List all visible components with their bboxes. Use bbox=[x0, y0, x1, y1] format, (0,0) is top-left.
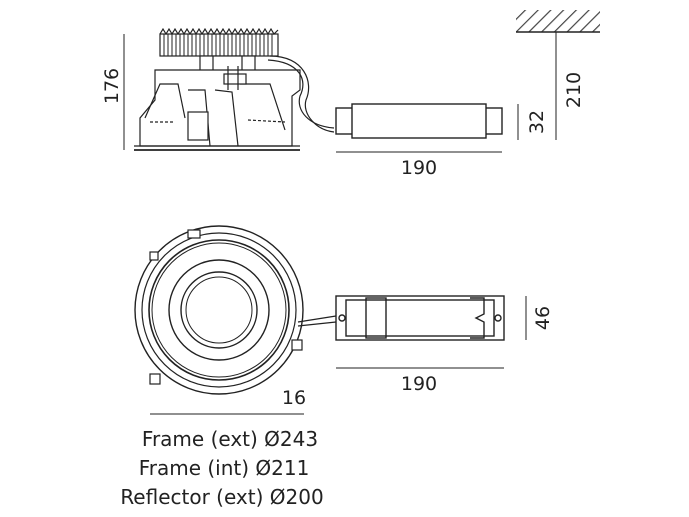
dim-ceiling-210: 210 bbox=[563, 72, 585, 108]
heatsink bbox=[159, 27, 279, 57]
dim-height-176: 176 bbox=[101, 68, 123, 104]
driver-side bbox=[335, 103, 503, 139]
driver-top bbox=[335, 295, 505, 341]
dim-driver-width-46: 46 bbox=[532, 306, 554, 330]
legend-frame-int: Frame (int) Ø211 bbox=[139, 456, 310, 480]
legend: Frame (ext) Ø243 Frame (int) Ø211 Reflec… bbox=[120, 427, 323, 509]
top-cable bbox=[297, 315, 337, 323]
housing-body bbox=[139, 69, 301, 147]
dim-driver-height-32: 32 bbox=[526, 110, 548, 134]
dim-driver-length-side-190: 190 bbox=[401, 157, 437, 179]
legend-frame-ext: Frame (ext) Ø243 bbox=[142, 427, 318, 451]
top-view bbox=[134, 225, 505, 395]
retaining-clips bbox=[149, 229, 303, 385]
dim-driver-length-top-190: 190 bbox=[401, 373, 437, 395]
top-dimension-lines bbox=[150, 296, 527, 415]
frame-circles bbox=[134, 225, 304, 395]
side-view bbox=[134, 10, 600, 151]
legend-reflector-ext: Reflector (ext) Ø200 bbox=[120, 485, 323, 509]
side-dimension-lines bbox=[123, 32, 557, 153]
ceiling-hatch bbox=[516, 10, 600, 32]
dim-frame-depth-16: 16 bbox=[282, 387, 306, 409]
